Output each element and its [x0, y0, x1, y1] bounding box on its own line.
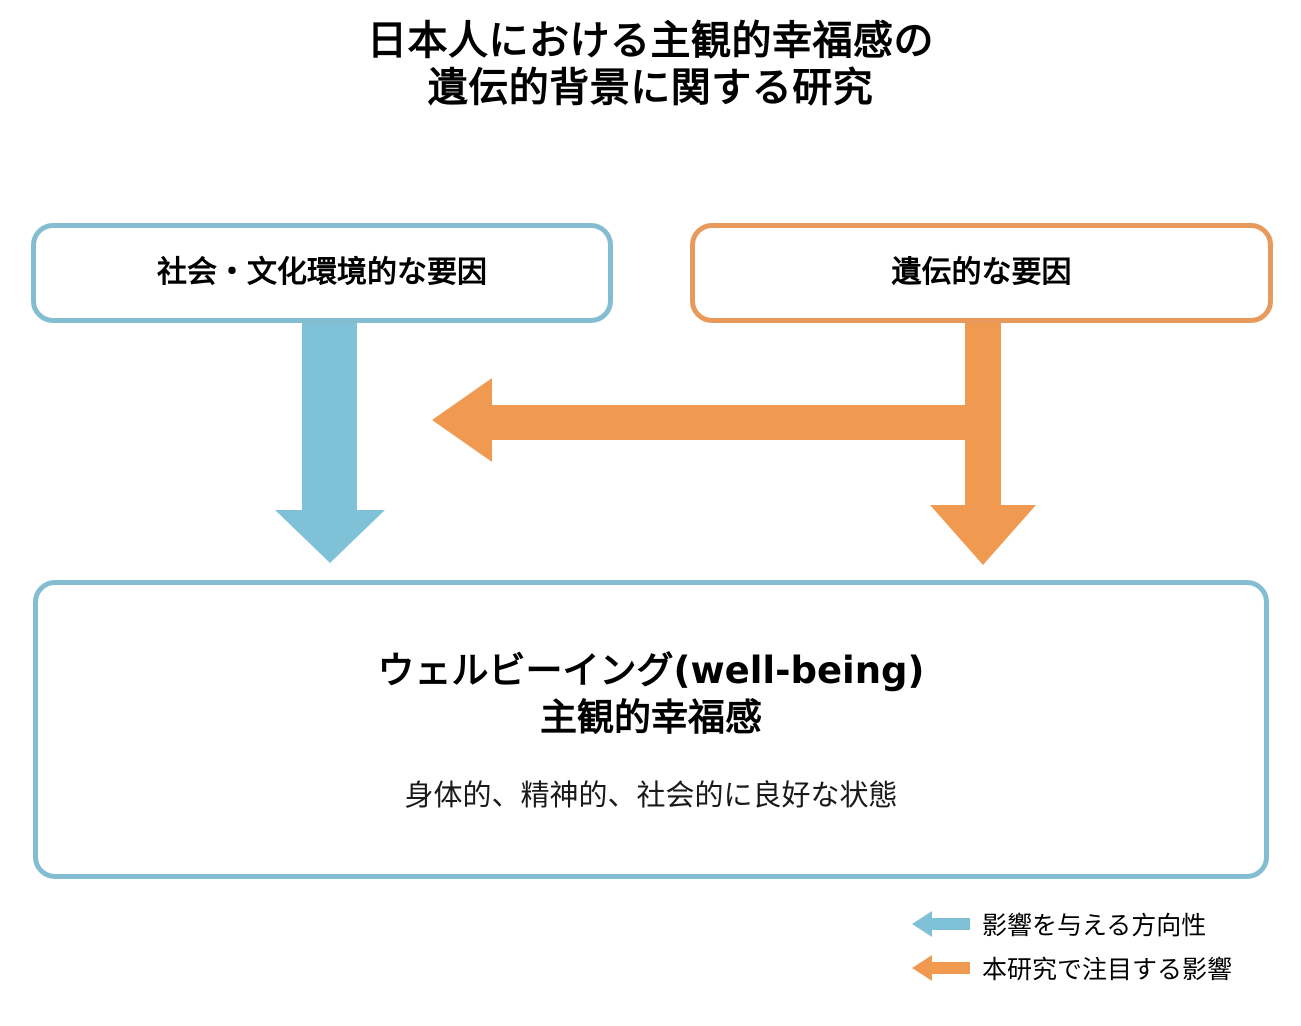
page-title: 日本人における主観的幸福感の 遺伝的背景に関する研究 — [367, 18, 934, 112]
box-genetic-factors-label: 遺伝的な要因 — [891, 255, 1072, 290]
left-arrow-icon — [912, 911, 970, 937]
box-wellbeing-line1: ウェルビーイング(well-being) — [377, 649, 925, 692]
arrow-genetic-to-social — [432, 378, 983, 462]
box-social-cultural-factors-label: 社会・文化環境的な要因 — [157, 255, 487, 290]
arrow-genetic-down — [930, 322, 1036, 565]
left-arrow-icon — [912, 955, 970, 981]
legend-item-influence-direction: 影響を与える方向性 — [912, 902, 1292, 946]
box-wellbeing-subtitle: 身体的、精神的、社会的に良好な状態 — [404, 777, 898, 812]
arrow-social-to-wellbeing — [275, 322, 385, 563]
box-wellbeing[interactable]: ウェルビーイング(well-being) 主観的幸福感 身体的、精神的、社会的に… — [33, 580, 1269, 879]
box-wellbeing-heading: ウェルビーイング(well-being) 主観的幸福感 — [378, 647, 925, 742]
box-social-cultural-factors[interactable]: 社会・文化環境的な要因 — [31, 223, 613, 323]
box-wellbeing-line2: 主観的幸福感 — [540, 696, 762, 740]
legend-item-focus-of-study-label: 本研究で注目する影響 — [982, 955, 1233, 984]
legend-item-influence-direction-label: 影響を与える方向性 — [982, 911, 1207, 940]
legend: 影響を与える方向性 本研究で注目する影響 — [912, 902, 1292, 990]
legend-item-focus-of-study: 本研究で注目する影響 — [912, 946, 1292, 990]
box-genetic-factors[interactable]: 遺伝的な要因 — [690, 223, 1273, 323]
